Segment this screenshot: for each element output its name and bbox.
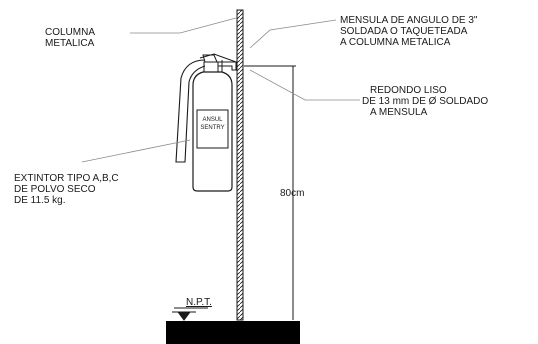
npt-level-marker: [172, 307, 208, 321]
height-dimension: [244, 65, 296, 320]
label-height-80cm: 80cm: [280, 188, 305, 199]
label-columna-metalica: COLUMNA METALICA: [45, 27, 96, 49]
leader-lines: [81, 17, 360, 163]
label-extintor: EXTINTOR TIPO A,B,C DE POLVO SECO DE 11.…: [14, 173, 119, 206]
label-npt: N.P.T.: [186, 297, 212, 308]
label-mensula: MENSULA DE ANGULO DE 3" SOLDADA O TAQUET…: [340, 15, 478, 48]
angle-bracket: [217, 60, 237, 72]
metal-column: [236, 9, 244, 321]
extinguisher-label-line2: SENTRY: [200, 125, 224, 131]
fire-extinguisher: [175, 53, 237, 192]
label-redondo-liso: REDONDO LISO DE 13 mm DE Ø SOLDADO A MEN…: [362, 85, 489, 118]
floor-slab: [166, 321, 300, 344]
extinguisher-label-line1: ANSUL: [202, 117, 223, 123]
